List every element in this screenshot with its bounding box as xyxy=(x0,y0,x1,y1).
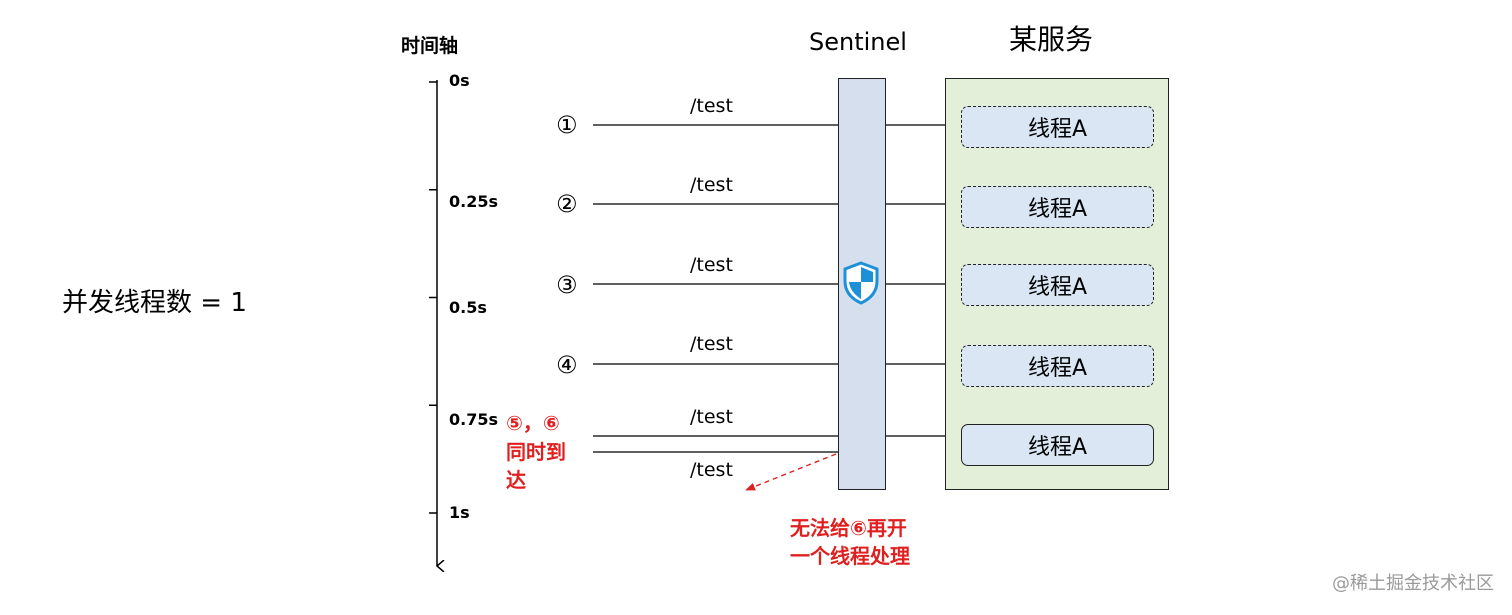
tick-label-3: 0.75s xyxy=(449,410,498,429)
sentinel-title: Sentinel xyxy=(809,28,907,56)
watermark: @稀土掘金技术社区 xyxy=(1332,573,1494,594)
thread-box-4: 线程A xyxy=(961,345,1154,387)
request-path-5: /test xyxy=(690,406,733,428)
request-path-2: /test xyxy=(690,174,733,196)
thread-box-5: 线程A xyxy=(961,424,1154,466)
reject-note-line-2: 一个线程处理 xyxy=(790,544,910,568)
request-path-3: /test xyxy=(690,254,733,276)
tick-label-0: 0s xyxy=(449,71,470,90)
reject-arrow xyxy=(745,453,837,491)
sentinel-gateway xyxy=(838,78,886,490)
arrival-note-line-1: ⑤，⑥ xyxy=(506,411,560,435)
reject-note-line-1: 无法给⑥再开 xyxy=(790,516,907,540)
arrival-note-line-2: 同时到 xyxy=(506,440,566,464)
request-marker-1: ① xyxy=(556,111,578,139)
arrival-note-line-3: 达 xyxy=(506,468,526,492)
shield-icon xyxy=(843,261,879,305)
thread-box-3: 线程A xyxy=(961,264,1154,306)
request-path-1: /test xyxy=(690,95,733,117)
tick-label-2: 0.5s xyxy=(449,298,487,317)
timeline-title: 时间轴 xyxy=(401,35,459,57)
request-marker-2: ② xyxy=(556,190,578,218)
request-path-4: /test xyxy=(690,333,733,355)
thread-box-1: 线程A xyxy=(961,106,1154,148)
tick-label-1: 0.25s xyxy=(449,192,498,211)
request-path-6: /test xyxy=(690,459,733,481)
concurrency-label: 并发线程数 = 1 xyxy=(62,288,247,318)
tick-label-4: 1s xyxy=(449,503,470,522)
request-marker-3: ③ xyxy=(556,271,578,299)
thread-box-2: 线程A xyxy=(961,186,1154,228)
request-marker-4: ④ xyxy=(556,351,578,379)
service-title: 某服务 xyxy=(1009,23,1094,56)
